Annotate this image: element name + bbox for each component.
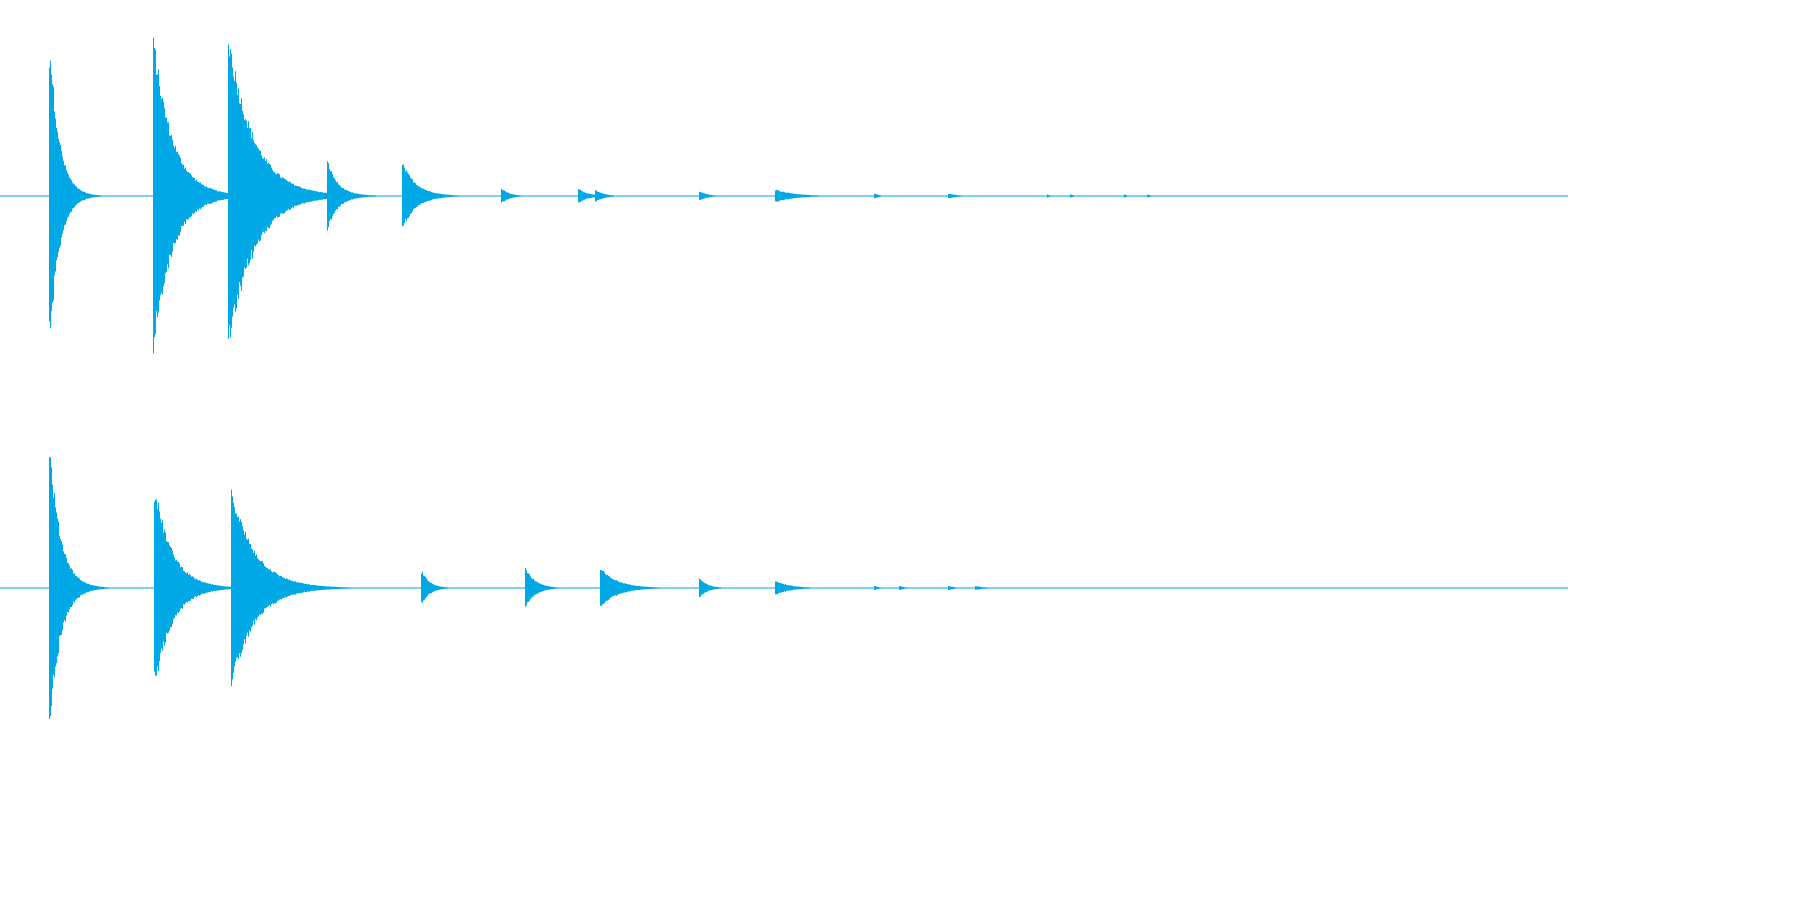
channel-waveform xyxy=(49,457,988,719)
waveform-canvas xyxy=(0,37,1568,719)
waveform-view xyxy=(0,37,1568,719)
channel-right xyxy=(0,457,1568,719)
channel-left xyxy=(0,37,1568,354)
channel-waveform xyxy=(49,37,1151,354)
